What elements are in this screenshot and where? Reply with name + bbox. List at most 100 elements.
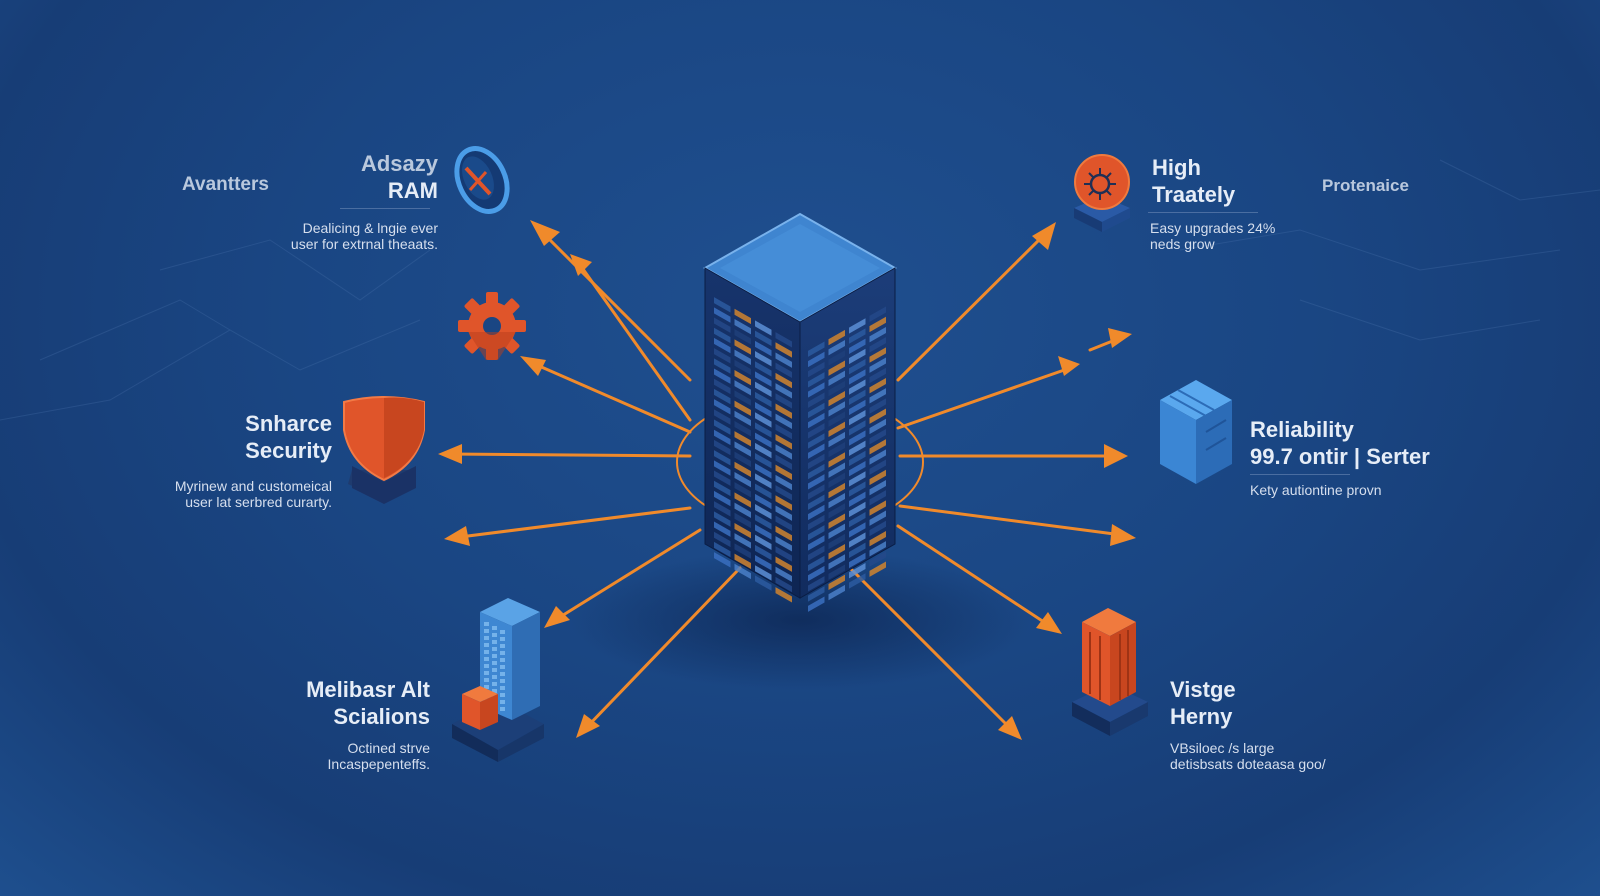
rack-slot [734, 543, 751, 559]
rack-slot [869, 316, 886, 333]
building-window [500, 651, 505, 655]
building-window [500, 707, 505, 711]
arrowhead-top-right-2 [1058, 356, 1080, 376]
mid-right-title-line1: Reliability [1250, 417, 1354, 442]
rack-slot [828, 442, 845, 458]
rack-slot [828, 482, 845, 499]
rack-slot [734, 318, 751, 335]
rack-slot [849, 379, 866, 395]
arrow-top-right-1 [896, 231, 1048, 382]
rack-slot [849, 450, 866, 467]
rack-slot [775, 485, 792, 501]
rack-slot [849, 522, 866, 538]
rack-slot [828, 350, 845, 366]
rack-slot [714, 439, 731, 456]
rack-slot [849, 573, 866, 589]
rack-slot [775, 372, 792, 389]
rack-slot [734, 400, 751, 416]
rack-slot [808, 525, 825, 541]
rack-slot [755, 320, 772, 336]
rack-slot [714, 552, 731, 568]
rack-slot [808, 392, 825, 408]
rack-slot [849, 318, 866, 334]
rack-slot [714, 388, 731, 405]
rack-slot [775, 342, 792, 358]
rack-slot [869, 367, 886, 384]
rack-slot [755, 565, 772, 581]
rack-slot [714, 307, 731, 323]
rack-slot [775, 403, 792, 419]
rack-slot [775, 393, 792, 409]
rack-slot [828, 360, 845, 376]
arrowhead-bottom-right-1 [1036, 612, 1062, 634]
rack-slot [869, 357, 886, 373]
rack-slot [734, 471, 751, 488]
rack-slot [714, 429, 731, 446]
rack-slot [755, 412, 772, 428]
rack-slot [775, 332, 792, 348]
arrow-bottom-right-2 [848, 566, 1014, 732]
mid-right-desc-line1: Kety autiontine provn [1250, 482, 1382, 498]
rack-slot [714, 378, 731, 395]
mid-left-title-line1: Snharce [245, 411, 332, 436]
rack-slot [808, 576, 825, 592]
rack-slot [808, 423, 825, 439]
top-right-divider [1148, 212, 1258, 213]
rack-slot [714, 531, 731, 548]
building-window [484, 650, 489, 654]
rack-slot [734, 431, 751, 447]
building-window [492, 626, 497, 630]
building-window [484, 636, 489, 640]
shield-icon [343, 396, 425, 504]
rack-slot [714, 541, 731, 558]
building-window [500, 700, 505, 704]
arrowhead-shield [438, 444, 462, 464]
rack-slot [775, 423, 792, 440]
rack-slot [828, 564, 845, 580]
rack-slot [828, 411, 845, 427]
building-window [484, 643, 489, 647]
rack-slot [775, 362, 792, 379]
connector-arrows [446, 228, 1124, 732]
rack-slot [755, 575, 772, 591]
rack-slot [828, 503, 845, 519]
arrow-shield [446, 452, 692, 458]
server-shadow [570, 550, 1030, 690]
rack-slot [808, 402, 825, 419]
arrowhead-gear [520, 356, 546, 376]
rack-slot [714, 521, 731, 537]
rack-slot [869, 459, 886, 475]
arrow-right-lower [898, 504, 1124, 537]
rack-slot [775, 576, 792, 593]
rack-slot [755, 555, 772, 571]
rack-slot [775, 495, 792, 511]
rack-slot [808, 596, 825, 612]
server-top-inner [720, 224, 880, 312]
bottom-left-title-line2: Scialions [333, 704, 430, 729]
rack-slot [734, 308, 751, 325]
arrow-bottom-left-2 [584, 566, 742, 730]
rack-slot [755, 391, 772, 408]
rack-slot [869, 408, 886, 424]
rack-slot [775, 515, 792, 532]
bottom-right-title-line1: Vistge [1170, 677, 1236, 702]
arrow-left-lower [450, 506, 692, 540]
rack-slot [828, 391, 845, 407]
mid-left-title-line2: Security [245, 438, 332, 463]
mid-left-desc-line2: user lat serbred curarty. [185, 494, 332, 510]
bottom-right-desc: VBsiloec /s large detisbsats doteaasa go… [1170, 740, 1410, 772]
rack-slot [755, 402, 772, 418]
building-window [492, 661, 497, 665]
bottom-left-desc-line2: Incaspepenteffs. [327, 756, 430, 772]
rack-slot [849, 471, 866, 487]
rack-slot [869, 530, 886, 547]
rack-slot [755, 453, 772, 469]
rack-slot [755, 330, 772, 346]
rack-slot [869, 500, 886, 516]
server-tower-icon [702, 212, 898, 612]
rack-slot [869, 469, 886, 486]
rack-slot [734, 533, 751, 549]
rack-slot [755, 351, 772, 367]
top-left-desc-line1: Dealicing & lngie ever [302, 220, 438, 236]
rack-slot [828, 340, 845, 356]
